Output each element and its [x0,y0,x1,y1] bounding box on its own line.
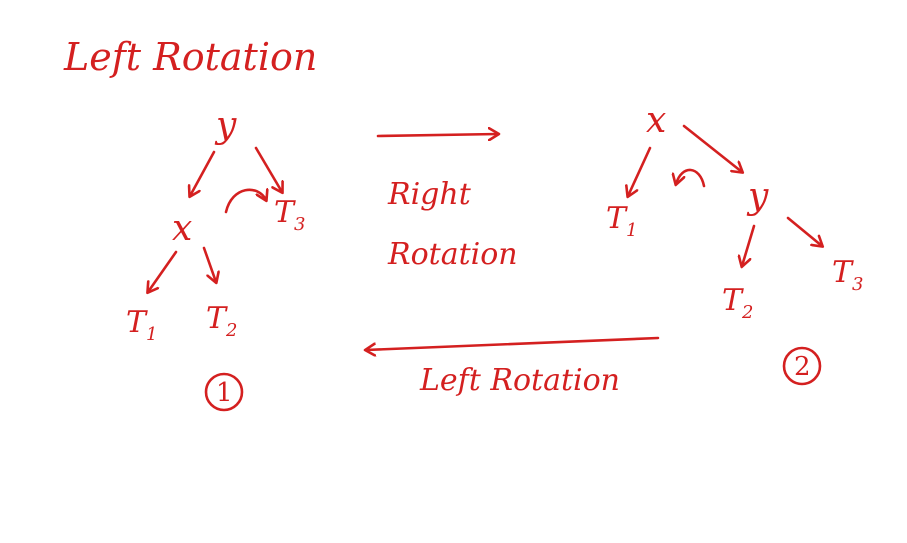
tree1-edge-root-to-x [190,150,216,196]
tree2-edge-y-to-t3 [786,216,822,246]
tree1-edge-x-to-t2 [202,246,216,282]
tree2-label: 2 [794,352,811,382]
tree1-leaf-t3: T3 [274,195,305,235]
tree-1: y x T3 T1 T2 1 [126,105,305,412]
tree1-node-x: x [172,208,192,249]
tree1-label-circle [204,372,244,412]
page-title: Left Rotation [63,35,317,79]
tree2-edge-y-to-t2 [742,224,756,266]
tree1-label: 1 [216,378,233,408]
left-rotation-arrow [366,336,660,350]
tree1-leaf-t2: T2 [206,301,237,341]
rotation-arrows: Right Rotation Left Rotation [366,134,660,398]
tree-2: x T1 y T2 T3 2 [606,100,863,386]
tree1-rotation-arc [224,190,266,214]
tree1-edge-root-to-t3 [254,146,282,192]
tree2-label-circle [782,346,822,386]
tree1-leaf-t1: T1 [126,305,157,345]
right-rotation-arrow [376,134,498,136]
tree1-edge-x-to-t1 [148,250,178,292]
right-rotation-label-line1: Right [387,177,472,212]
tree1-root-y: y [214,105,237,146]
tree2-rotation-arc [676,168,706,188]
tree2-leaf-t1: T1 [606,201,637,241]
right-rotation-label-line2: Rotation [387,237,518,272]
tree2-node-y: y [746,176,769,217]
tree2-edge-root-to-t1 [628,146,652,196]
tree2-edge-root-to-y [682,124,742,172]
tree2-leaf-t3: T3 [832,255,863,295]
left-rotation-label: Left Rotation [419,363,620,398]
tree2-leaf-t2: T2 [722,283,753,323]
tree2-root-x: x [646,100,666,141]
